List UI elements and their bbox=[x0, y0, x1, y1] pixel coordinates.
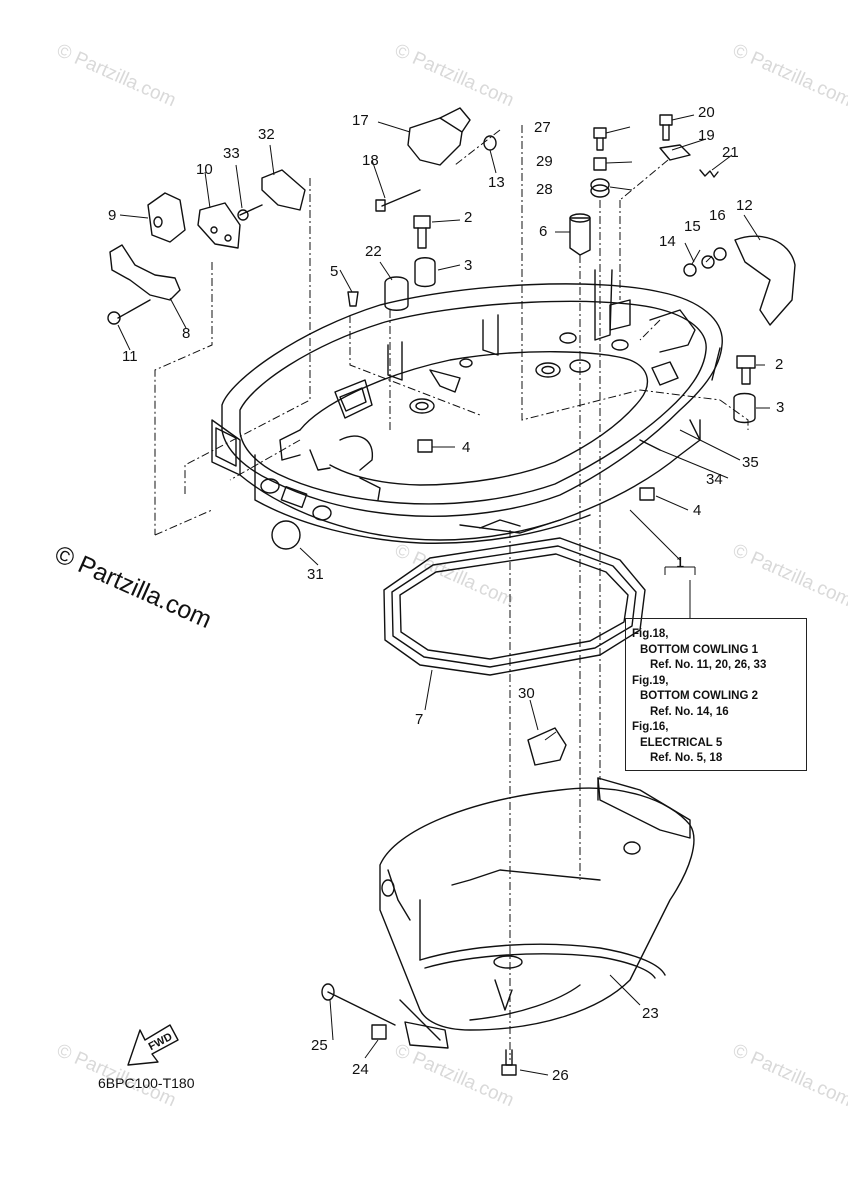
part-18 bbox=[381, 189, 421, 207]
callout-28: 28 bbox=[536, 181, 553, 198]
callout-3-right: 3 bbox=[776, 399, 785, 416]
callout-16: 16 bbox=[709, 207, 726, 224]
callout-4: 4 bbox=[462, 439, 471, 456]
callout-1: 1 bbox=[676, 554, 685, 571]
part-20 bbox=[659, 114, 673, 126]
callout-3: 3 bbox=[464, 257, 473, 274]
part-25 bbox=[327, 991, 396, 1026]
part-29 bbox=[593, 157, 607, 171]
part-33 bbox=[239, 204, 263, 216]
diagram-code: 6BPC100-T180 bbox=[98, 1075, 195, 1091]
part-28 bbox=[590, 178, 610, 192]
callout-9: 9 bbox=[108, 207, 117, 224]
ref-fig: Fig.18, bbox=[632, 628, 669, 640]
part-30 bbox=[527, 727, 567, 766]
callout-18: 18 bbox=[362, 152, 379, 169]
ref-name: BOTTOM COWLING 2 bbox=[640, 690, 758, 702]
callout-12: 12 bbox=[736, 197, 753, 214]
gasket-7 bbox=[383, 537, 646, 676]
part-4-right bbox=[639, 487, 655, 501]
callout-19: 19 bbox=[698, 127, 715, 144]
ref-fig: Fig.19, bbox=[632, 674, 669, 687]
part-5 bbox=[347, 291, 359, 307]
part-12 bbox=[734, 235, 796, 326]
callout-20: 20 bbox=[698, 104, 715, 121]
callout-30: 30 bbox=[518, 685, 535, 702]
callout-27: 27 bbox=[534, 119, 551, 136]
callout-5: 5 bbox=[330, 263, 339, 280]
part-4 bbox=[417, 439, 433, 453]
callout-15: 15 bbox=[684, 218, 701, 235]
callout-6: 6 bbox=[539, 223, 548, 240]
part-6 bbox=[569, 217, 591, 256]
part-3 bbox=[414, 257, 436, 288]
callout-11: 11 bbox=[122, 348, 138, 365]
callout-17: 17 bbox=[352, 112, 369, 129]
callout-32: 32 bbox=[258, 126, 275, 143]
callout-29: 29 bbox=[536, 153, 553, 170]
callout-14: 14 bbox=[659, 233, 676, 250]
ref-numbers: Ref. No. 14, 16 bbox=[650, 705, 729, 718]
part-19 bbox=[659, 144, 691, 161]
part-10 bbox=[197, 202, 241, 249]
part-31 bbox=[271, 520, 301, 550]
fwd-arrow bbox=[127, 1024, 179, 1066]
part-32 bbox=[261, 169, 306, 211]
part-26 bbox=[501, 1064, 517, 1076]
part-16 bbox=[713, 247, 727, 261]
part-9 bbox=[147, 192, 186, 243]
callout-31: 31 bbox=[307, 566, 324, 583]
part-17 bbox=[407, 117, 463, 166]
callout-10: 10 bbox=[196, 161, 213, 178]
part-2-right bbox=[736, 355, 756, 369]
part-3-right bbox=[733, 392, 756, 424]
part-8 bbox=[109, 244, 181, 301]
ref-numbers: Ref. No. 11, 20, 26, 33 bbox=[650, 659, 767, 671]
ref-fig: Fig.16, bbox=[632, 721, 669, 733]
callout-23: 23 bbox=[642, 1005, 659, 1022]
bottom-cowling-upper bbox=[211, 269, 723, 544]
callout-21: 21 bbox=[722, 144, 739, 161]
reference-box: Fig.18, BOTTOM COWLING 1 Ref. No. 11, 20… bbox=[625, 618, 807, 771]
part-24 bbox=[371, 1024, 387, 1040]
callout-35: 35 bbox=[742, 454, 759, 471]
callout-8: 8 bbox=[182, 325, 191, 342]
part-27 bbox=[593, 127, 607, 139]
bottom-cowling-lower bbox=[379, 777, 695, 1041]
part-14 bbox=[683, 263, 697, 277]
part-11 bbox=[117, 299, 151, 319]
callout-2: 2 bbox=[464, 209, 473, 226]
callout-13: 13 bbox=[488, 174, 505, 191]
callout-26: 26 bbox=[552, 1067, 569, 1084]
callout-34: 34 bbox=[706, 471, 723, 488]
ref-numbers: Ref. No. 5, 18 bbox=[650, 752, 723, 764]
ref-name: BOTTOM COWLING 1 bbox=[640, 643, 758, 656]
part-2 bbox=[413, 215, 431, 229]
callout-22: 22 bbox=[365, 243, 382, 260]
callout-4-right: 4 bbox=[693, 502, 702, 519]
callout-33: 33 bbox=[223, 145, 240, 162]
callout-25: 25 bbox=[311, 1037, 328, 1054]
callout-2-right: 2 bbox=[775, 356, 784, 373]
part-22 bbox=[384, 276, 409, 311]
callout-7: 7 bbox=[415, 711, 424, 728]
ref-name: ELECTRICAL 5 bbox=[640, 736, 723, 749]
part-15 bbox=[701, 255, 715, 269]
callout-24: 24 bbox=[352, 1061, 369, 1078]
part-21 bbox=[699, 169, 719, 178]
